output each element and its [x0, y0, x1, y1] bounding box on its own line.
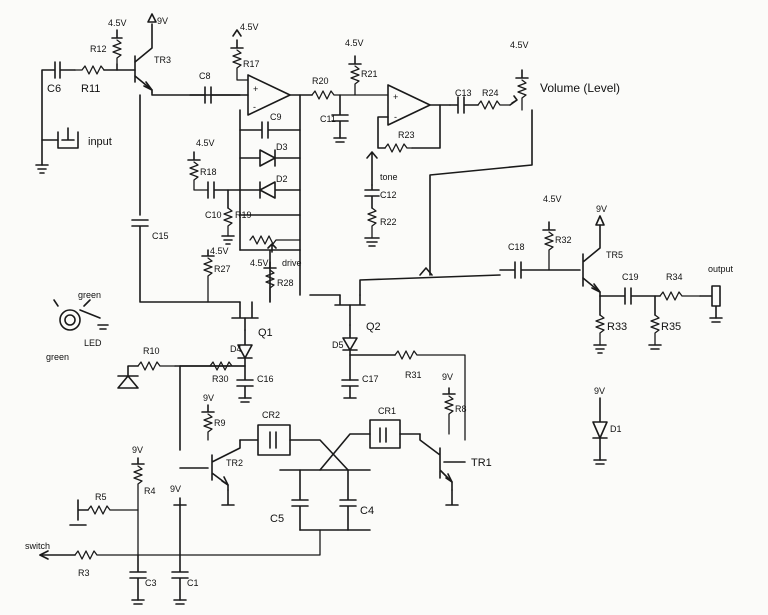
label-q1: Q1: [258, 327, 273, 339]
label-r32: R32: [555, 235, 572, 245]
label-r34: R34: [666, 272, 683, 282]
label-c9: C9: [270, 112, 282, 122]
label-opamp2-plus: +: [393, 92, 398, 102]
label-4v5-r27: 4.5V: [210, 246, 229, 256]
label-c18: C18: [508, 242, 525, 252]
label-switch: switch: [25, 541, 50, 551]
label-r31: R31: [405, 370, 422, 380]
label-r5: R5: [95, 492, 107, 502]
label-c4: C4: [360, 505, 374, 517]
label-r20: R20: [312, 76, 329, 86]
label-9v-c1: 9V: [170, 484, 181, 494]
op-amp-2: [311, 55, 451, 247]
label-r33: R33: [607, 321, 627, 333]
label-input: input: [88, 136, 112, 148]
label-tr3: TR3: [154, 55, 171, 65]
label-c3: C3: [145, 578, 157, 588]
label-d5: D5: [332, 340, 344, 350]
label-c16: C16: [257, 374, 274, 384]
label-output: output: [708, 264, 734, 274]
label-tr5: TR5: [606, 250, 623, 260]
label-opamp1-minus: -: [253, 102, 256, 112]
label-r8: R8: [455, 404, 467, 414]
label-r22: R22: [380, 217, 397, 227]
label-d1: D1: [610, 424, 622, 434]
label-r24: R24: [482, 88, 499, 98]
label-c10: C10: [205, 210, 222, 220]
d1-protection: [592, 397, 608, 465]
label-r17: R17: [243, 59, 260, 69]
volume-stage: [429, 69, 533, 276]
led-indicator: [53, 299, 231, 389]
label-9v-d1: 9V: [594, 386, 605, 396]
label-4v5-r18: 4.5V: [196, 138, 215, 148]
label-c6: C6: [47, 83, 61, 95]
label-c5: C5: [270, 513, 284, 525]
label-r27: R27: [214, 264, 231, 274]
label-r21: R21: [361, 69, 378, 79]
label-r28: R28: [277, 278, 294, 288]
op-amp-1: [187, 29, 313, 253]
label-4v5-r17: 4.5V: [240, 22, 259, 32]
label-c8: C8: [199, 71, 211, 81]
label-r23: R23: [398, 130, 415, 140]
label-r19: R19: [235, 210, 252, 220]
label-r12: R12: [90, 44, 107, 54]
label-c12: C12: [380, 190, 397, 200]
label-led: LED: [84, 338, 102, 348]
label-q2: Q2: [366, 321, 381, 333]
label-green-2: green: [46, 352, 69, 362]
label-c15: C15: [152, 231, 169, 241]
label-9v-tr3: 9V: [157, 16, 168, 26]
label-4v5-r28: 4.5V: [250, 258, 269, 268]
label-c13: C13: [455, 88, 472, 98]
label-d2: D2: [276, 174, 288, 184]
label-4v5-r32: 4.5V: [543, 194, 562, 204]
label-tr1: TR1: [471, 457, 492, 469]
label-r4-b: R4: [144, 486, 156, 496]
label-c17: C17: [362, 374, 379, 384]
label-r3: R3: [78, 568, 90, 578]
label-opamp2-minus: -: [394, 112, 397, 122]
label-green: green: [78, 290, 101, 300]
label-tr2: TR2: [226, 458, 243, 468]
label-tone: tone: [380, 172, 398, 182]
label-9v-tr1: 9V: [442, 372, 453, 382]
label-9v-r9: 9V: [203, 393, 214, 403]
switch-section: [39, 457, 371, 605]
input-stage: [35, 13, 241, 174]
label-4v5-r12: 4.5V: [108, 18, 127, 28]
label-4v5-vol: 4.5V: [510, 40, 529, 50]
output-buffer: [499, 215, 723, 354]
label-cr2: CR2: [262, 410, 280, 420]
label-r18: R18: [200, 167, 217, 177]
label-opamp1-plus: +: [253, 84, 258, 94]
label-c11: C11: [320, 114, 336, 124]
label-drive: drive: [282, 258, 302, 268]
label-d3: D3: [276, 142, 288, 152]
label-d4: D4: [230, 344, 242, 354]
label-c19: C19: [622, 272, 639, 282]
label-cr1: CR1: [378, 406, 396, 416]
label-volume: Volume (Level): [540, 81, 620, 95]
flip-flop: [179, 324, 466, 531]
label-9v-r4: 9V: [132, 445, 143, 455]
label-r11: R11: [81, 83, 100, 95]
label-c1: C1: [187, 578, 199, 588]
label-r35: R35: [661, 321, 681, 333]
label-9v-tr5: 9V: [596, 204, 607, 214]
component-labels: 4.5V 9V R12 TR3 C6 R11 input 4.5V R17 C8…: [25, 16, 734, 588]
label-r9: R9: [214, 418, 226, 428]
label-r30: R30: [212, 374, 229, 384]
label-r10: R10: [143, 346, 160, 356]
label-4v5-r21: 4.5V: [345, 38, 364, 48]
jfet-switch: [131, 94, 501, 331]
